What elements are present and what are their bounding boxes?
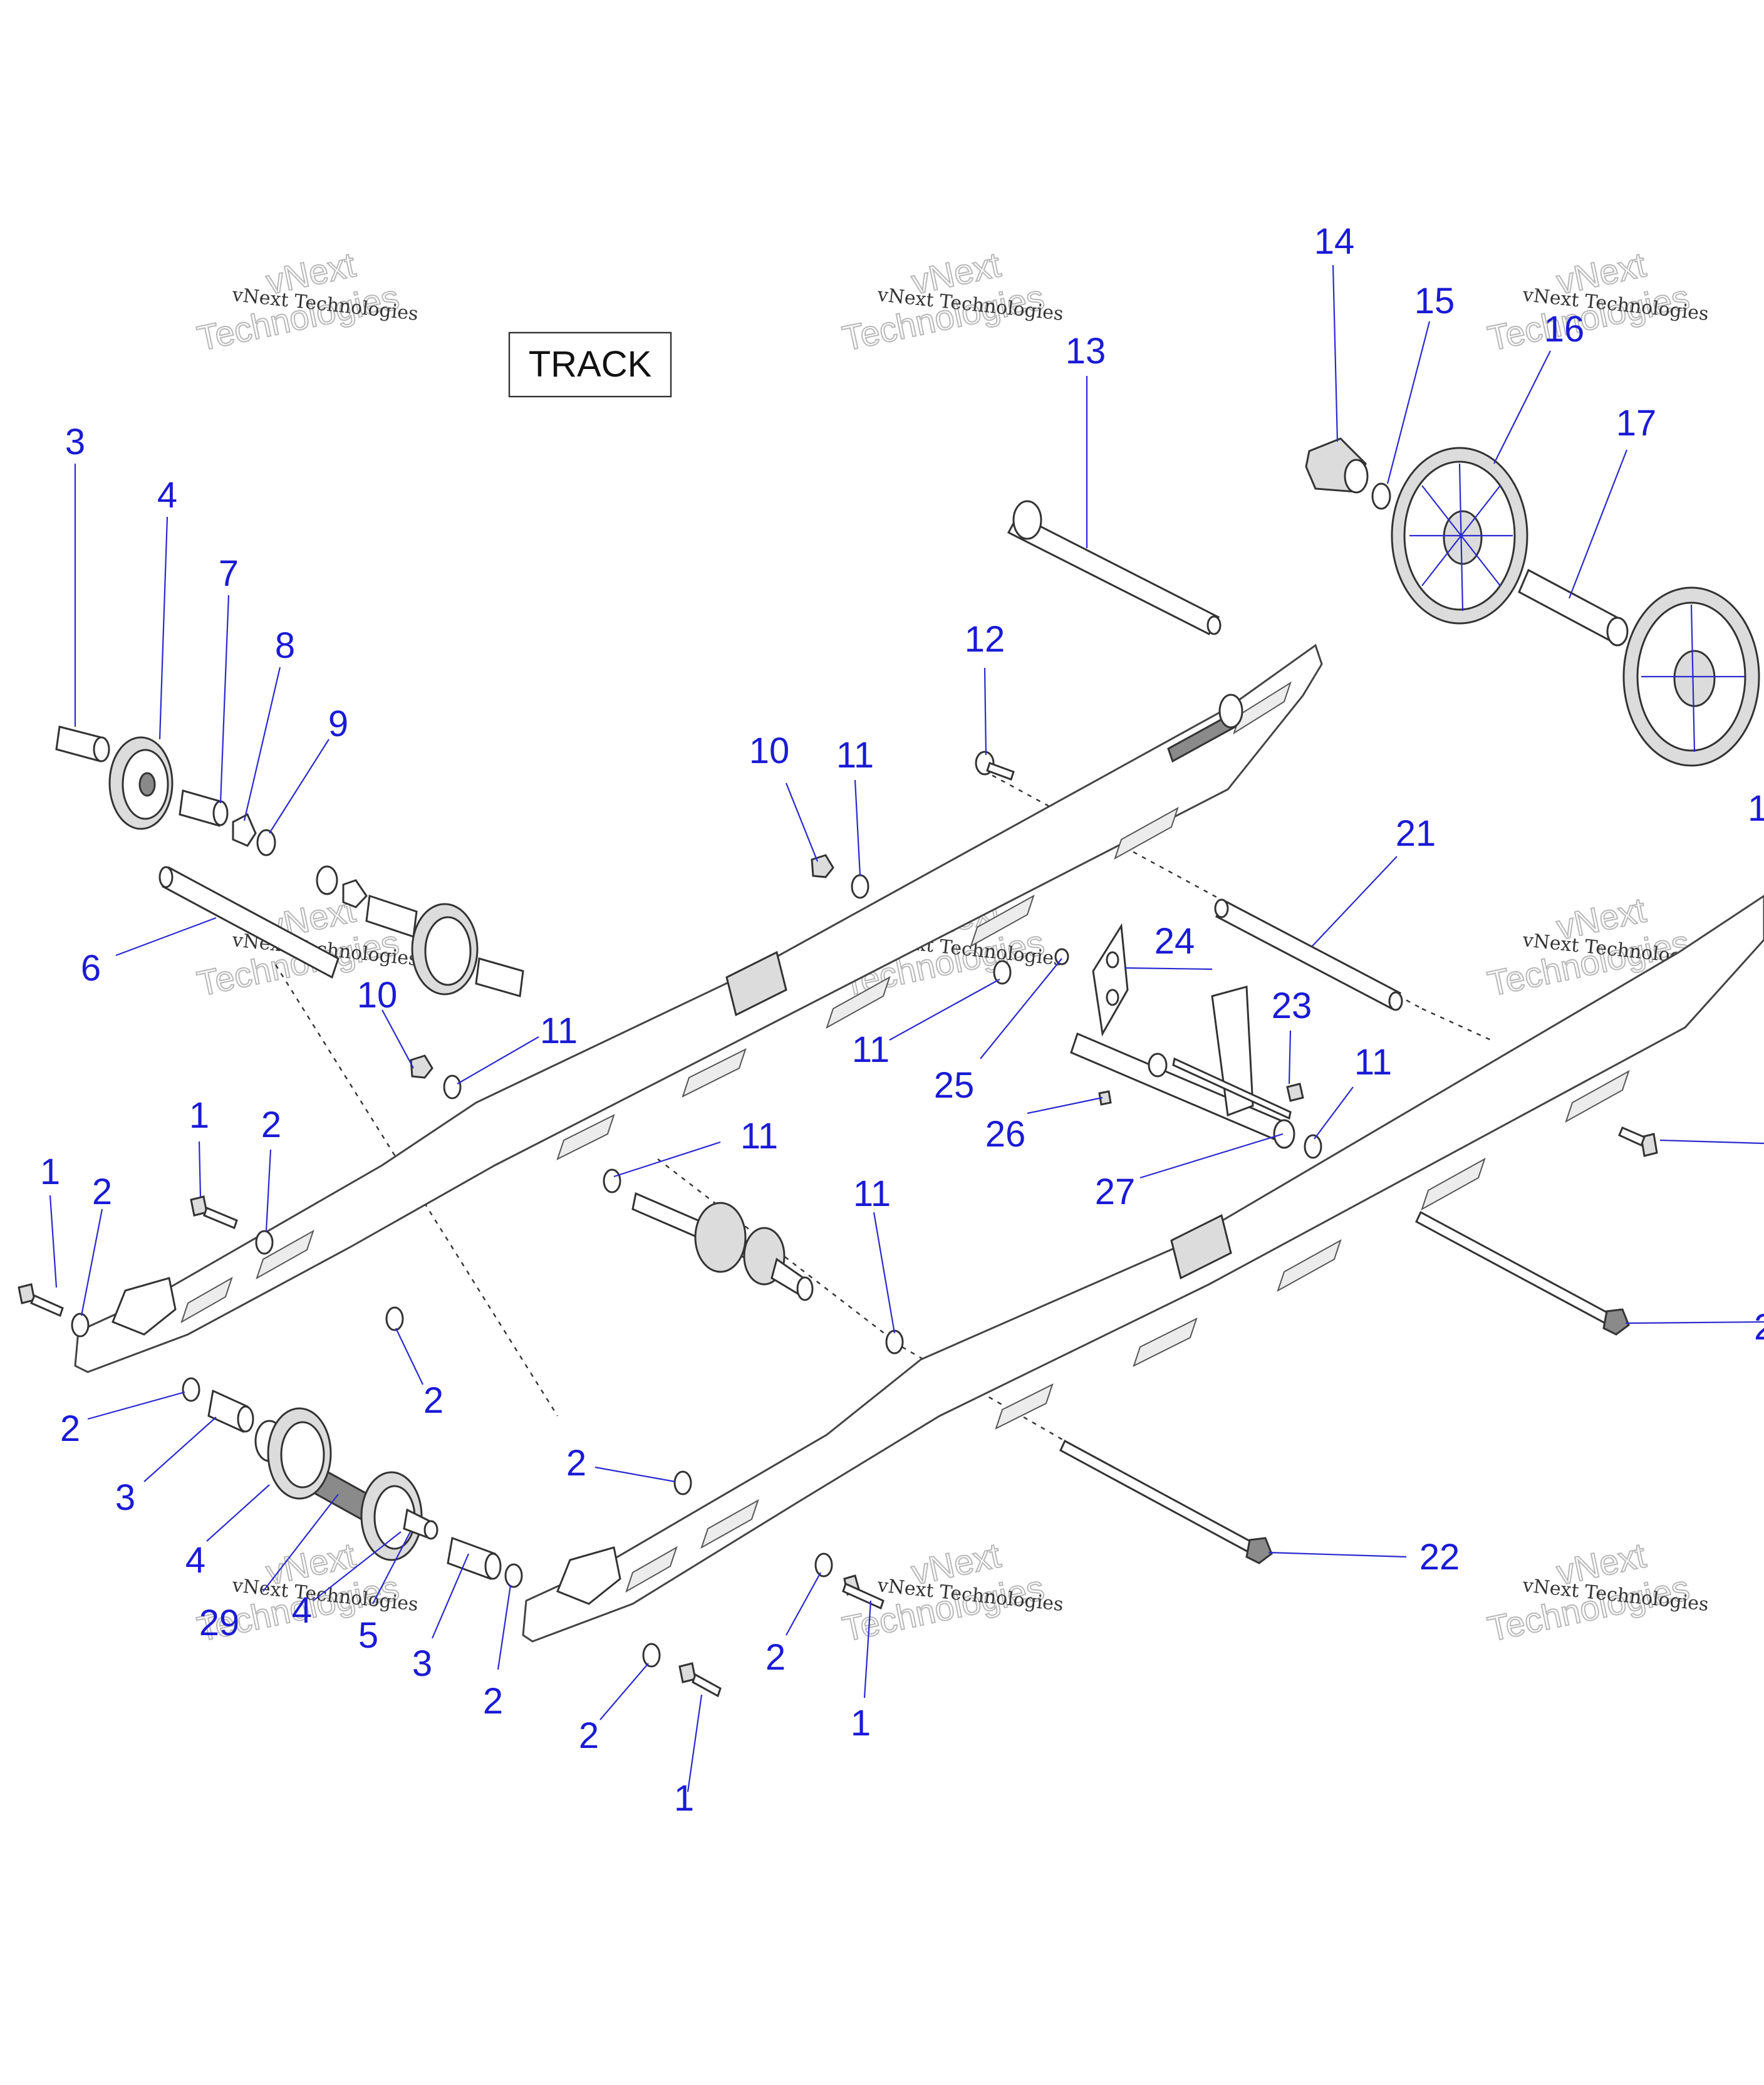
callout-27: 27: [1095, 1172, 1136, 1212]
ring-15: [1371, 482, 1391, 510]
callout-2-b: 2: [92, 1172, 112, 1212]
callout-4-top: 4: [157, 475, 177, 516]
wheel-16: [1391, 447, 1528, 625]
callout-26: 26: [985, 1114, 1026, 1155]
callout-2-a: 2: [261, 1105, 281, 1145]
callout-10-mid: 10: [357, 975, 398, 1016]
spacer-7: [179, 789, 229, 827]
callout-12: 12: [965, 619, 1005, 660]
lower-slide-rail: [522, 895, 1764, 1643]
callout-2-h: 2: [579, 1715, 599, 1756]
shock-mount-center: [631, 1192, 814, 1301]
shaft-13: [1007, 500, 1222, 635]
assembly-axis-lines: [274, 769, 1492, 1442]
callout-3-top: 3: [65, 422, 85, 462]
tube-21: [1214, 898, 1403, 1011]
wheel-axle-5: [254, 1407, 438, 1561]
watermark-top-right: vNext Technologies vNext Technologies: [1483, 244, 1710, 358]
callout-3-b: 3: [412, 1643, 432, 1684]
bracket-24-27: [1054, 923, 1304, 1149]
callout-24: 24: [1154, 921, 1195, 962]
callout-1-edge: 1: [1748, 788, 1764, 829]
callout-23: 23: [1272, 985, 1312, 1026]
callout-13: 13: [1066, 331, 1106, 372]
callout-1-a: 1: [189, 1095, 209, 1136]
track-label-box: TRACK: [508, 331, 672, 398]
callout-2-edge: 2: [1754, 1307, 1764, 1348]
leader-lines: [49, 264, 1764, 1792]
cap-14: [1305, 437, 1369, 494]
callout-11-bottom: 11: [853, 1173, 891, 1214]
callout-9: 9: [328, 704, 348, 744]
callout-17: 17: [1616, 403, 1657, 444]
wheel-17: [1622, 586, 1760, 767]
callout-5: 5: [358, 1615, 378, 1656]
spacer-3-lower-right: [447, 1536, 502, 1581]
watermark-bottom-center: vNext Technologies vNext Technologies: [838, 1534, 1064, 1649]
axle-cluster-mid: [316, 865, 524, 997]
callout-numbers: 14 15 16 17 13 3 4 7 8 9 12 10 11 21 6 1…: [40, 221, 1764, 1819]
upper-slide-rail: [74, 643, 1323, 1373]
callout-2-g: 2: [765, 1637, 786, 1678]
callout-16: 16: [1544, 309, 1585, 350]
callout-22: 22: [1419, 1537, 1460, 1578]
callout-11-lower: 11: [740, 1116, 778, 1157]
spacer-3-top: [55, 725, 110, 762]
callout-4-a: 4: [185, 1540, 205, 1581]
callout-2-d: 2: [60, 1408, 80, 1449]
callout-11-top: 11: [836, 735, 874, 776]
axle-6: [158, 866, 340, 979]
callout-1-b: 1: [40, 1152, 60, 1192]
callout-1-c: 1: [851, 1703, 871, 1744]
callout-8: 8: [275, 625, 295, 666]
watermark-top-center: vNext Technologies vNext Technologies: [838, 244, 1064, 358]
callout-11-mid: 11: [540, 1011, 578, 1051]
callout-29: 29: [199, 1603, 240, 1643]
callout-11-right: 11: [1354, 1042, 1392, 1083]
callout-14: 14: [1314, 221, 1355, 262]
callout-1-d: 1: [674, 1778, 694, 1819]
callout-3-a: 3: [115, 1477, 135, 1518]
spacer-17: [1518, 568, 1629, 647]
watermark-top-left: vNext Technologies vNext Technologies: [193, 244, 419, 358]
callout-11-center: 11: [852, 1029, 890, 1070]
watermark-bottom-right: vNext Technologies vNext Technologies: [1483, 1534, 1710, 1649]
spacer-3-lower-left: [207, 1389, 254, 1433]
callout-4-b: 4: [292, 1590, 312, 1631]
callout-2-f: 2: [483, 1681, 503, 1722]
ring-9: [256, 829, 276, 856]
callout-7: 7: [219, 553, 239, 594]
callout-10-top: 10: [749, 731, 790, 771]
wheel-4-top: [108, 736, 174, 830]
callout-25: 25: [934, 1065, 975, 1106]
callout-2-c: 2: [423, 1380, 444, 1421]
callout-6: 6: [81, 948, 101, 989]
callout-21: 21: [1396, 813, 1436, 854]
bolt-22-lower: [1059, 1439, 1273, 1564]
bolt-22-upper: [1415, 1210, 1630, 1336]
fasteners: [18, 751, 1658, 1698]
callout-15: 15: [1414, 281, 1455, 321]
svg-text:TRACK: TRACK: [529, 344, 652, 385]
spring-upper: [1167, 694, 1243, 763]
callout-2-e: 2: [566, 1443, 586, 1484]
